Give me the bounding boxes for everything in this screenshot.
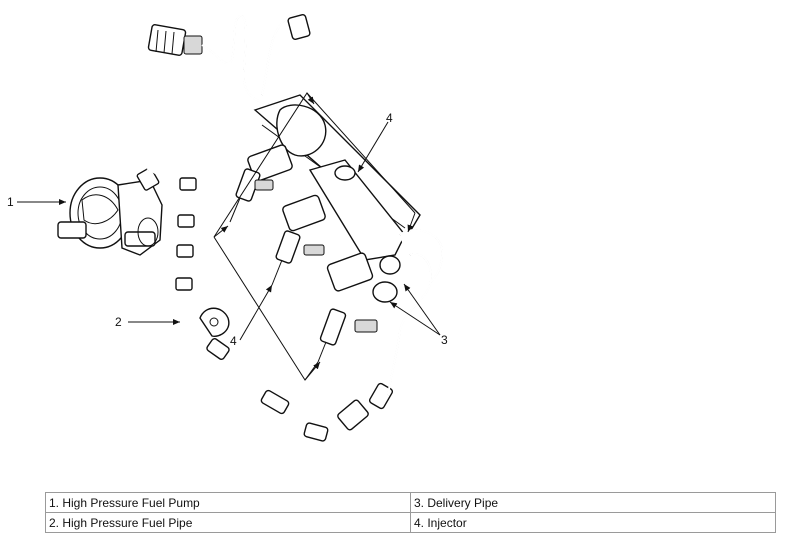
legend-row: 1. High Pressure Fuel Pump 3. Delivery P… [45, 492, 776, 513]
fuel-system-diagram: 1 2 3 4 4 [7, 14, 448, 442]
legend-cell: 4. Injector [410, 512, 776, 533]
callout-4a: 4 [386, 111, 393, 125]
injector-2 [271, 230, 325, 286]
delivery-pipe [247, 94, 444, 396]
legend-row: 2. High Pressure Fuel Pipe 4. Injector [45, 512, 776, 533]
wiring-harness [201, 14, 311, 105]
parts-legend-table: 1. High Pressure Fuel Pump 3. Delivery P… [45, 492, 776, 533]
callout-group: 1 2 3 4 4 [7, 92, 448, 381]
legend-cell: 2. High Pressure Fuel Pipe [45, 512, 411, 533]
high-pressure-fuel-pump [57, 167, 163, 256]
callout-3: 3 [441, 333, 448, 347]
high-pressure-fuel-pipe [146, 146, 404, 442]
legend-cell: 3. Delivery Pipe [410, 492, 776, 513]
injector-3 [317, 308, 378, 363]
callout-2: 2 [115, 315, 122, 329]
electrical-connector [147, 24, 203, 56]
callout-4b: 4 [230, 334, 237, 348]
callout-1: 1 [7, 195, 14, 209]
legend-cell: 1. High Pressure Fuel Pump [45, 492, 411, 513]
